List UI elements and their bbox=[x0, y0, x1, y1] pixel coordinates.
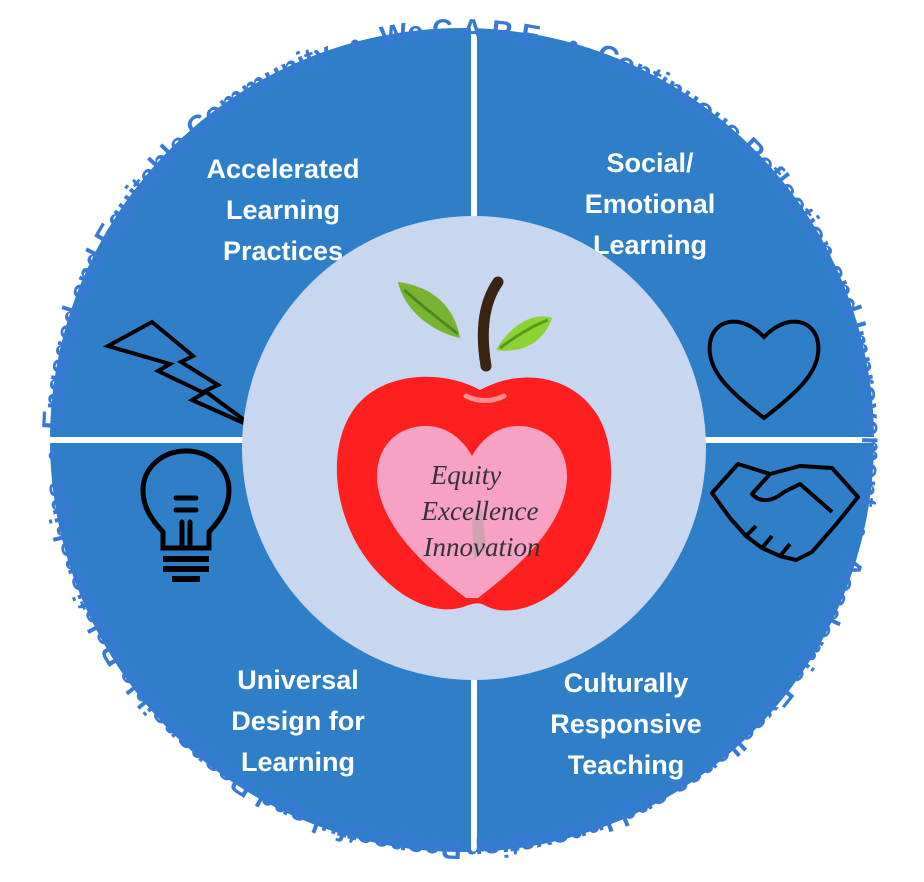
label-top-left-line-2: Learning bbox=[226, 195, 340, 225]
label-top-left-line-3: Practices bbox=[223, 236, 343, 266]
center-text-line-3: Innovation bbox=[423, 532, 541, 562]
label-bottom-right-line-3: Teaching bbox=[568, 750, 685, 780]
label-bottom-left: Universal Design for Learning bbox=[231, 665, 365, 777]
center-text-line-2: Excellence bbox=[421, 496, 539, 526]
label-top-right-line-1: Social/ bbox=[606, 148, 694, 178]
label-bottom-left-line-3: Learning bbox=[241, 747, 355, 777]
center-text-line-1: Equity bbox=[430, 460, 501, 490]
lightning-bolt-icon bbox=[102, 319, 257, 430]
lightbulb-icon bbox=[140, 448, 232, 582]
apple-icon bbox=[336, 276, 612, 611]
heart-icon bbox=[707, 319, 821, 421]
label-bottom-left-line-1: Universal bbox=[237, 665, 359, 695]
label-top-left: Accelerated Learning Practices bbox=[206, 154, 359, 266]
label-top-left-line-1: Accelerated bbox=[206, 154, 359, 184]
label-top-right: Social/ Emotional Learning bbox=[585, 148, 716, 260]
label-bottom-right-line-2: Responsive bbox=[550, 709, 702, 739]
ring-separator-1: • bbox=[37, 450, 69, 461]
label-bottom-right-line-1: Culturally bbox=[564, 668, 689, 698]
label-top-right-line-2: Emotional bbox=[585, 189, 716, 219]
handshake-icon bbox=[710, 462, 860, 562]
label-bottom-right: Culturally Responsive Teaching bbox=[550, 668, 702, 780]
label-bottom-left-line-2: Design for bbox=[231, 706, 365, 736]
label-top-right-line-3: Learning bbox=[593, 230, 707, 260]
center-emblem: Equity Excellence Innovation bbox=[242, 216, 706, 680]
